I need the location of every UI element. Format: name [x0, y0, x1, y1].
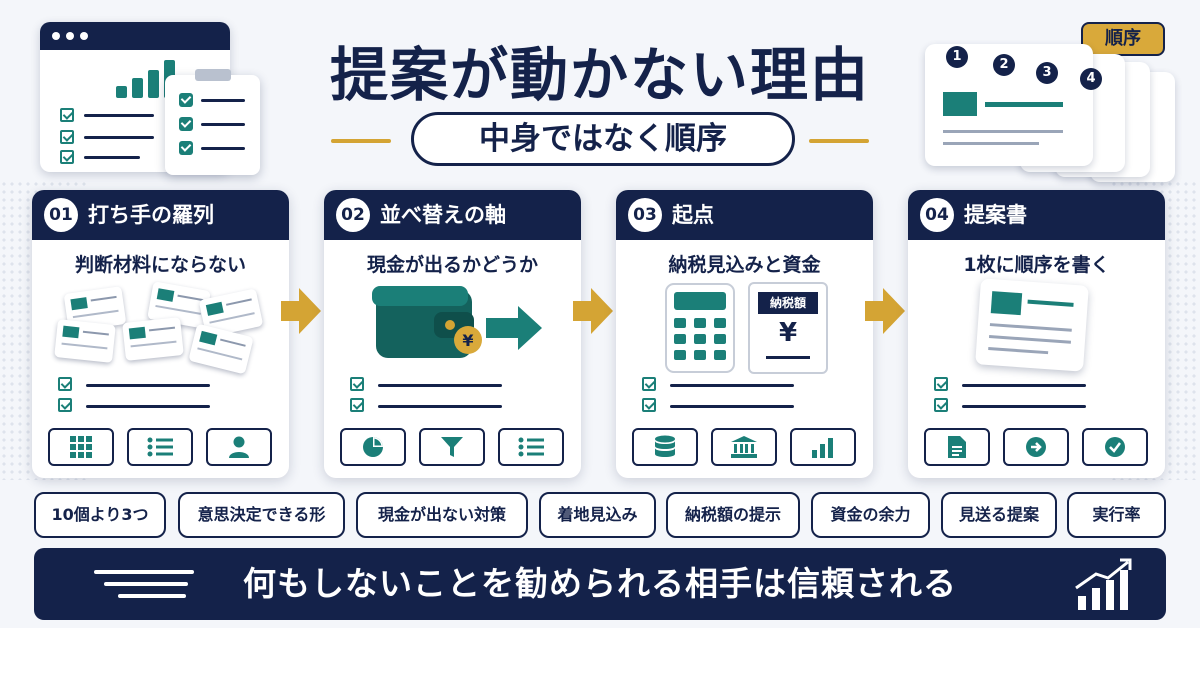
svg-text:¥: ¥: [462, 331, 473, 350]
subtitle-rule-left: [331, 139, 391, 143]
calculator-icon: [665, 283, 735, 373]
wallet-icon: ¥: [372, 286, 542, 358]
document-icon: [924, 428, 990, 466]
bank-icon: [711, 428, 777, 466]
checkbox-icon: [934, 398, 948, 412]
user-icon: [206, 428, 272, 466]
list-icon: [498, 428, 564, 466]
step-number-3-icon: 3: [1036, 62, 1058, 84]
step-title: 提案書: [964, 203, 1027, 227]
step-number-2-icon: 2: [993, 54, 1015, 76]
arrow-right-icon: [573, 288, 613, 334]
tax-amount-label: 納税額: [758, 292, 818, 314]
one-page-proposal-icon: [975, 278, 1089, 372]
checkbox-icon: [350, 377, 364, 391]
arrow-circle-icon: [1003, 428, 1069, 466]
keyword-tag: 実行率: [1067, 492, 1166, 538]
checkbox-icon: [60, 150, 74, 164]
page-bottom-strip: [0, 628, 1200, 675]
page-subtitle: 中身ではなく順序: [411, 112, 795, 166]
order-badge: 順序: [1081, 22, 1165, 56]
step-number-4-icon: 4: [1080, 68, 1102, 90]
checkbox-icon: [642, 377, 656, 391]
keyword-tag: 納税額の提示: [666, 492, 800, 538]
step-card-1: 01 打ち手の羅列 判断材料にならない: [32, 190, 289, 478]
filter-icon: [419, 428, 485, 466]
keyword-tag: 着地見込み: [539, 492, 656, 538]
step-subtitle: 納税見込みと資金: [668, 254, 821, 276]
step-card-4: 04 提案書 1枚に順序を書く: [908, 190, 1165, 478]
step-card-header: 01 打ち手の羅列: [32, 190, 289, 240]
page-title: 提案が動かない理由: [329, 41, 870, 109]
pie-chart-icon: [340, 428, 406, 466]
arrow-right-icon: [281, 288, 321, 334]
chart-bar-icon: [116, 86, 127, 98]
yen-symbol: ¥: [778, 318, 798, 348]
step-subtitle: 現金が出るかどうか: [366, 254, 538, 276]
check-circle-icon: [1082, 428, 1148, 466]
checkbox-icon: [934, 377, 948, 391]
database-icon: [632, 428, 698, 466]
step-card-header: 02 並べ替えの軸: [324, 190, 581, 240]
list-icon: [127, 428, 193, 466]
step-number: 04: [920, 198, 954, 232]
keyword-tag: 資金の余力: [811, 492, 930, 538]
keyword-tag: 現金が出ない対策: [356, 492, 528, 538]
keyword-tag: 見送る提案: [941, 492, 1057, 538]
growth-chart-icon: [1075, 558, 1132, 610]
step-card-3: 03 起点 納税見込みと資金 納税額 ¥: [616, 190, 873, 478]
checkbox-icon: [60, 130, 74, 144]
step-subtitle: 1枚に順序を書く: [963, 254, 1110, 276]
step-number: 03: [628, 198, 662, 232]
keyword-tag: 意思決定できる形: [178, 492, 345, 538]
arrow-right-icon: [865, 288, 905, 334]
step-title: 起点: [672, 203, 714, 227]
clipboard-icon: [165, 69, 260, 175]
step-card-header: 04 提案書: [908, 190, 1165, 240]
subtitle-group: 中身ではなく順序: [0, 112, 1200, 168]
conclusion-text: 何もしないことを勧められる相手は信頼される: [243, 564, 957, 603]
step-title: 並べ替えの軸: [380, 203, 506, 227]
tax-document-icon: 納税額 ¥: [748, 282, 828, 374]
checkbox-icon: [642, 398, 656, 412]
checkbox-icon: [60, 108, 74, 122]
bar-chart-icon: [790, 428, 856, 466]
step-number: 01: [44, 198, 78, 232]
conclusion-banner: 何もしないことを勧められる相手は信頼される: [34, 548, 1166, 620]
step-number: 02: [336, 198, 370, 232]
step-subtitle: 判断材料にならない: [74, 254, 246, 276]
checkbox-icon: [58, 377, 72, 391]
step-number-1-icon: 1: [946, 46, 968, 68]
speed-lines-icon: [94, 570, 194, 574]
window-titlebar: [40, 22, 230, 50]
checkbox-icon: [58, 398, 72, 412]
step-card-header: 03 起点: [616, 190, 873, 240]
keyword-tag: 10個より3つ: [34, 492, 166, 538]
step-title: 打ち手の羅列: [88, 203, 214, 227]
grid-icon: [48, 428, 114, 466]
step-card-2: 02 並べ替えの軸 現金が出るかどうか ¥: [324, 190, 581, 478]
checkbox-icon: [350, 398, 364, 412]
subtitle-rule-right: [809, 139, 869, 143]
